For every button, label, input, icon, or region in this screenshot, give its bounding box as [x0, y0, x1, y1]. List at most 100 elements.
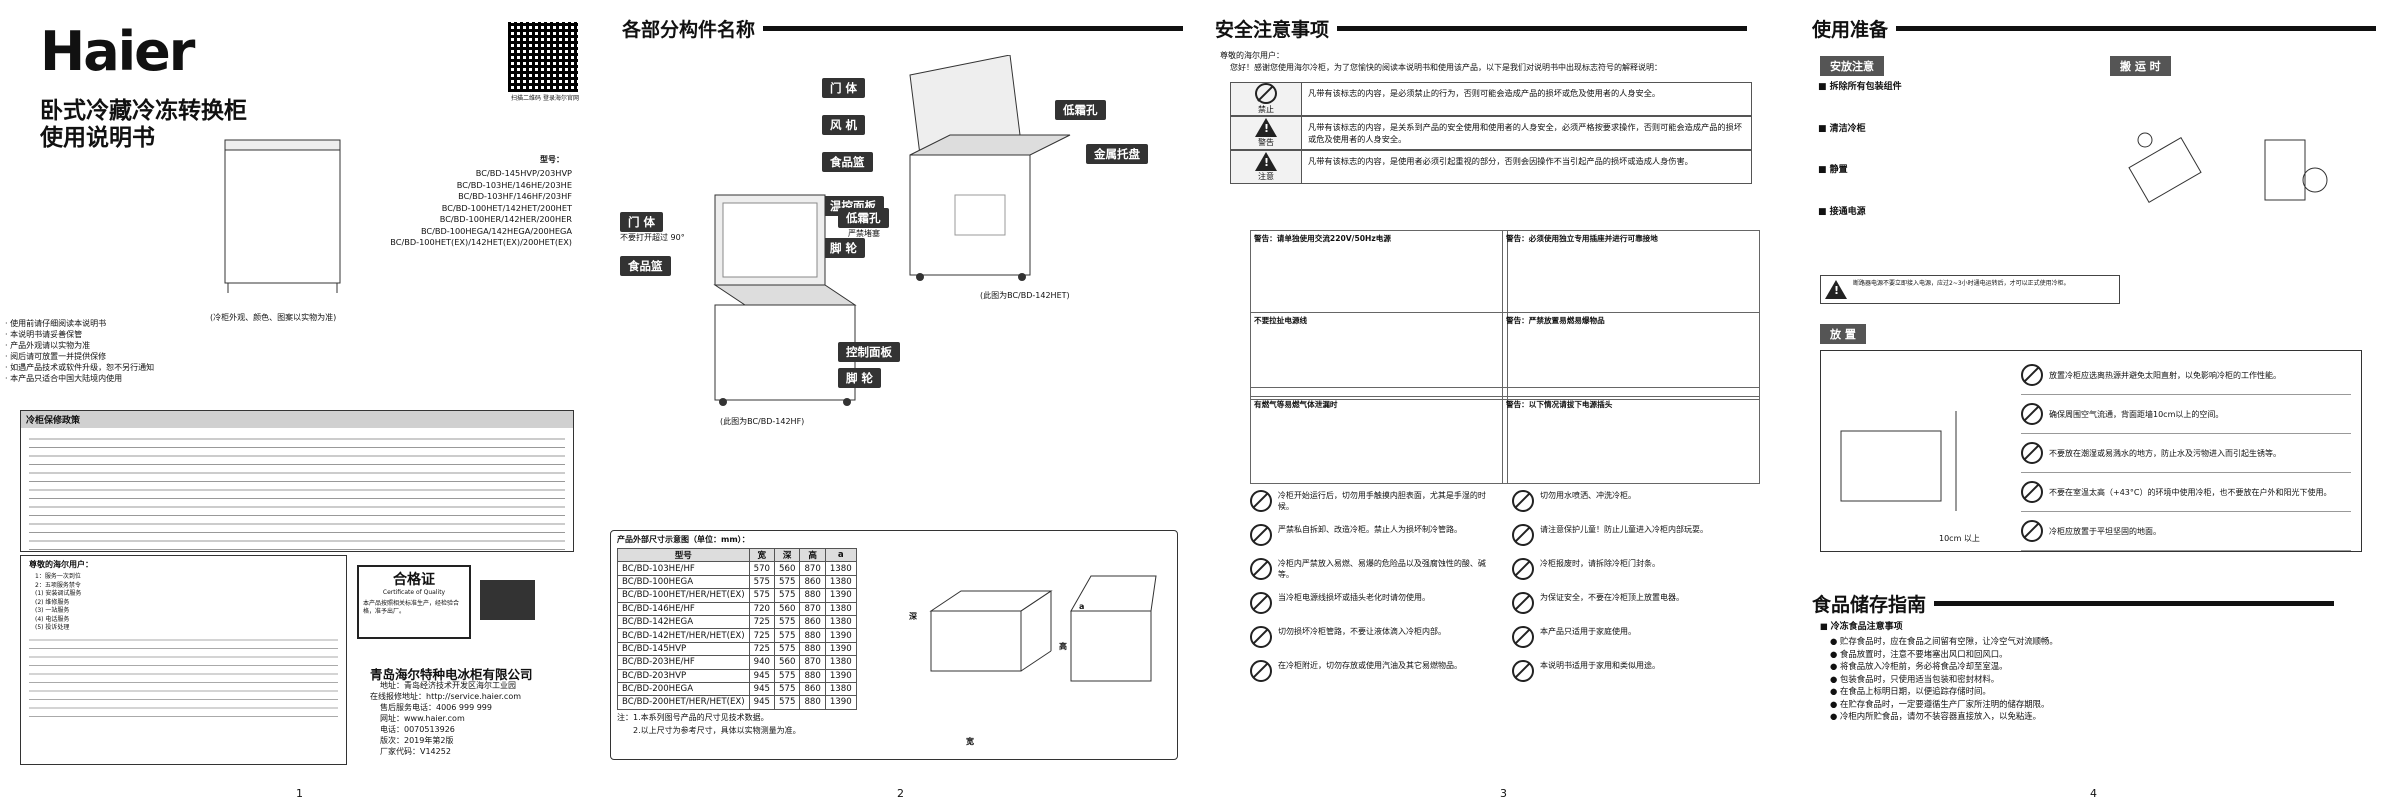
parts-panel: 各部分构件名称 门 体 风 机 食品篮 温控面板 脚 轮 低霜孔 金属托盘 (此… [600, 0, 1190, 808]
table-cell: 1380 [824, 561, 857, 576]
prohibit-icon [1512, 592, 1534, 614]
qr-code [508, 22, 578, 92]
table-cell: BC/BD-200HEGA [617, 681, 750, 697]
table-cell: 945 [748, 668, 776, 683]
prohibit-icon [1250, 558, 1272, 580]
prohibit-icon [2021, 520, 2043, 542]
prohibit-list-right: 切勿用水喷洒、冲洗冷柜。请注意保护儿童！防止儿童进入冷柜内部玩耍。冷柜报废时，请… [1512, 490, 1762, 694]
place-item: 不要在室温太高（+43°C）的环境中使用冷柜，也不要放在户外和阳光下使用。 [2021, 473, 2351, 512]
edition: 版次：2019年第2版 [380, 736, 454, 745]
prohibit-icon [1250, 660, 1272, 682]
list-item: 在冷柜附近，切勿存放或使用汽油及其它易燃物品。 [1250, 660, 1500, 682]
prohibit-icon [2021, 442, 2043, 464]
warn-box-6: 警告：以下情况请拔下电源插头 [1502, 396, 1760, 484]
table-cell: 1380 [824, 681, 857, 697]
prohibit-icon [1512, 626, 1534, 648]
greeting: 尊敬的海尔用户： [1220, 51, 1284, 60]
table-cell: 870 [799, 601, 826, 616]
section-title: 使用准备 [1812, 15, 2377, 42]
place-item-text: 不要在室温太高（+43°C）的环境中使用冷柜，也不要放在户外和阳光下使用。 [2049, 487, 2332, 497]
title-line2: 使用说明书 [40, 125, 155, 151]
user-item: 1：服务一次到位 [35, 573, 81, 580]
install-item-label: ■ 拆除所有包装组件 [1818, 82, 1902, 92]
list-item-text: 冷柜开始运行后，切勿用手触摸内胆表面，尤其是手湿的时候。 [1277, 491, 1486, 511]
table-cell: 725 [748, 641, 776, 657]
list-item: 本说明书适用于家用和类似用途。 [1512, 660, 1762, 682]
list-item: 冷柜开始运行后，切勿用手触摸内胆表面，尤其是手湿的时候。 [1250, 490, 1500, 512]
legend-symbol: 警告 [1231, 117, 1302, 149]
freezer-open-illustration-left [713, 194, 857, 406]
prohibit-icon [1512, 524, 1534, 546]
table-cell: 1380 [824, 574, 857, 590]
food-item: ● 食品放置时，注意不要堵塞出风口和回风口。 [1830, 648, 2008, 659]
legend-text: 凡带有该标志的内容，是使用者必须引起重视的部分，否则会因操作不当引起产品的损坏或… [1308, 156, 1693, 166]
list-item-text: 在冷柜附近，切勿存放或使用汽油及其它易燃物品。 [1278, 661, 1462, 670]
table-cell: 575 [774, 628, 801, 643]
table-cell: BC/BD-146HE/HF [617, 601, 750, 616]
install-item: ■ 清洁冷柜 [1818, 122, 2088, 136]
note-item: · 使用前请仔细阅读本说明书 [5, 319, 107, 328]
table-cell: 860 [799, 681, 826, 697]
left-frost-note: 严禁堵塞 [848, 229, 880, 238]
placement-box: 10cm 以上 放置冷柜应选离热源并避免太阳直射，以免影响冷柜的工作性能。确保周… [1820, 350, 2362, 552]
model-item: BC/BD-100HER/142HER/200HER [439, 214, 572, 224]
table-header: 型号 [617, 547, 750, 563]
food-section-title: 食品储存指南 [1812, 590, 2335, 617]
legend-symbol: 注意 [1231, 151, 1302, 183]
install-item: ■ 静置 [1818, 163, 2088, 177]
table-cell: 725 [748, 614, 776, 630]
table-cell: 945 [748, 681, 776, 697]
warning-icon [1255, 118, 1277, 137]
warning-icon [1255, 152, 1277, 171]
table-cell: 575 [748, 574, 776, 590]
table-cell: 870 [799, 655, 826, 670]
prohibit-icon [1250, 524, 1272, 546]
legend-row: 警告凡带有该标志的内容，是关系到产品的安全使用和使用者的人身安全，必须严格按要求… [1230, 116, 1752, 150]
table-cell: BC/BD-145HVP [617, 641, 750, 657]
list-item-text: 切勿用水喷洒、冲洗冷柜。 [1540, 491, 1636, 500]
place-item-text: 冷柜应放置于平坦坚固的地面。 [2049, 526, 2161, 536]
place-item-text: 放置冷柜应选离热源并避免太阳直射，以免影响冷柜的工作性能。 [2049, 370, 2281, 380]
table-cell: 560 [774, 601, 801, 616]
table-cell: 880 [799, 668, 826, 683]
warn-box-4: 警告：严禁放置易燃易爆物品 [1502, 312, 1760, 400]
legend-row: 注意凡带有该标志的内容，是使用者必须引起重视的部分，否则会因操作不当引起产品的损… [1230, 150, 1752, 184]
cert-subtitle: Certificate of Quality [382, 589, 446, 596]
list-item-text: 当冷柜电源线损坏或插头老化时请勿使用。 [1278, 593, 1430, 602]
food-item: ● 包装食品时，只使用适当包装和密封材料。 [1830, 673, 2000, 684]
user-item: (3) 一站服务 [35, 607, 70, 614]
user-item: 2：五项服务禁令 [35, 581, 81, 589]
left-label-lid: 门 体 [620, 212, 664, 232]
label-tray: 金属托盘 [1086, 144, 1148, 164]
table-cell: 1390 [824, 628, 857, 643]
note-item: · 阅后请可放置一并提供保修 [5, 352, 107, 361]
model-item: BC/BD-103HF/146HF/203HF [458, 191, 572, 201]
dim-a: a [1079, 602, 1085, 611]
note-item: · 如遇产品技术或软件升级，恕不另行通知 [5, 363, 155, 372]
moving-illustration [2128, 132, 2328, 204]
label-frost: 低霜孔 [1055, 100, 1106, 120]
list-item: 为保证安全，不要在冷柜顶上放置电器。 [1512, 592, 1762, 614]
phone: 电话：0070513926 [380, 725, 455, 734]
placement-list: 放置冷柜应选离热源并避免太阳直射，以免影响冷柜的工作性能。确保周围空气流通，背面… [2021, 356, 2351, 551]
model-item: BC/BD-100HEGA/142HEGA/200HEGA [420, 225, 572, 236]
list-item: 本产品只适用于家庭使用。 [1512, 626, 1762, 648]
user-notice-text [29, 636, 338, 717]
page-number: 4 [2090, 787, 2097, 800]
legend-symbol-label: 警告 [1258, 138, 1274, 147]
user-item: (5) 投诉处理 [35, 624, 70, 631]
section-title: 各部分构件名称 [622, 15, 1184, 42]
table-header: 深 [774, 547, 801, 563]
prohibit-icon [1512, 490, 1534, 512]
table-cell: 720 [748, 601, 776, 616]
list-item: 冷柜报废时，请拆除冷柜门封条。 [1512, 558, 1762, 580]
caption-right: (此图为BC/BD-142HET) [980, 291, 1070, 300]
warranty-policy-box: 冷柜保修政策 [20, 410, 574, 552]
table-cell: 560 [774, 561, 801, 576]
warn-box-5: 有燃气等易燃气体泄漏时 [1250, 396, 1508, 484]
gap-label: 10cm 以上 [1939, 534, 1980, 543]
move-heading: 搬 运 时 [2110, 55, 2171, 76]
